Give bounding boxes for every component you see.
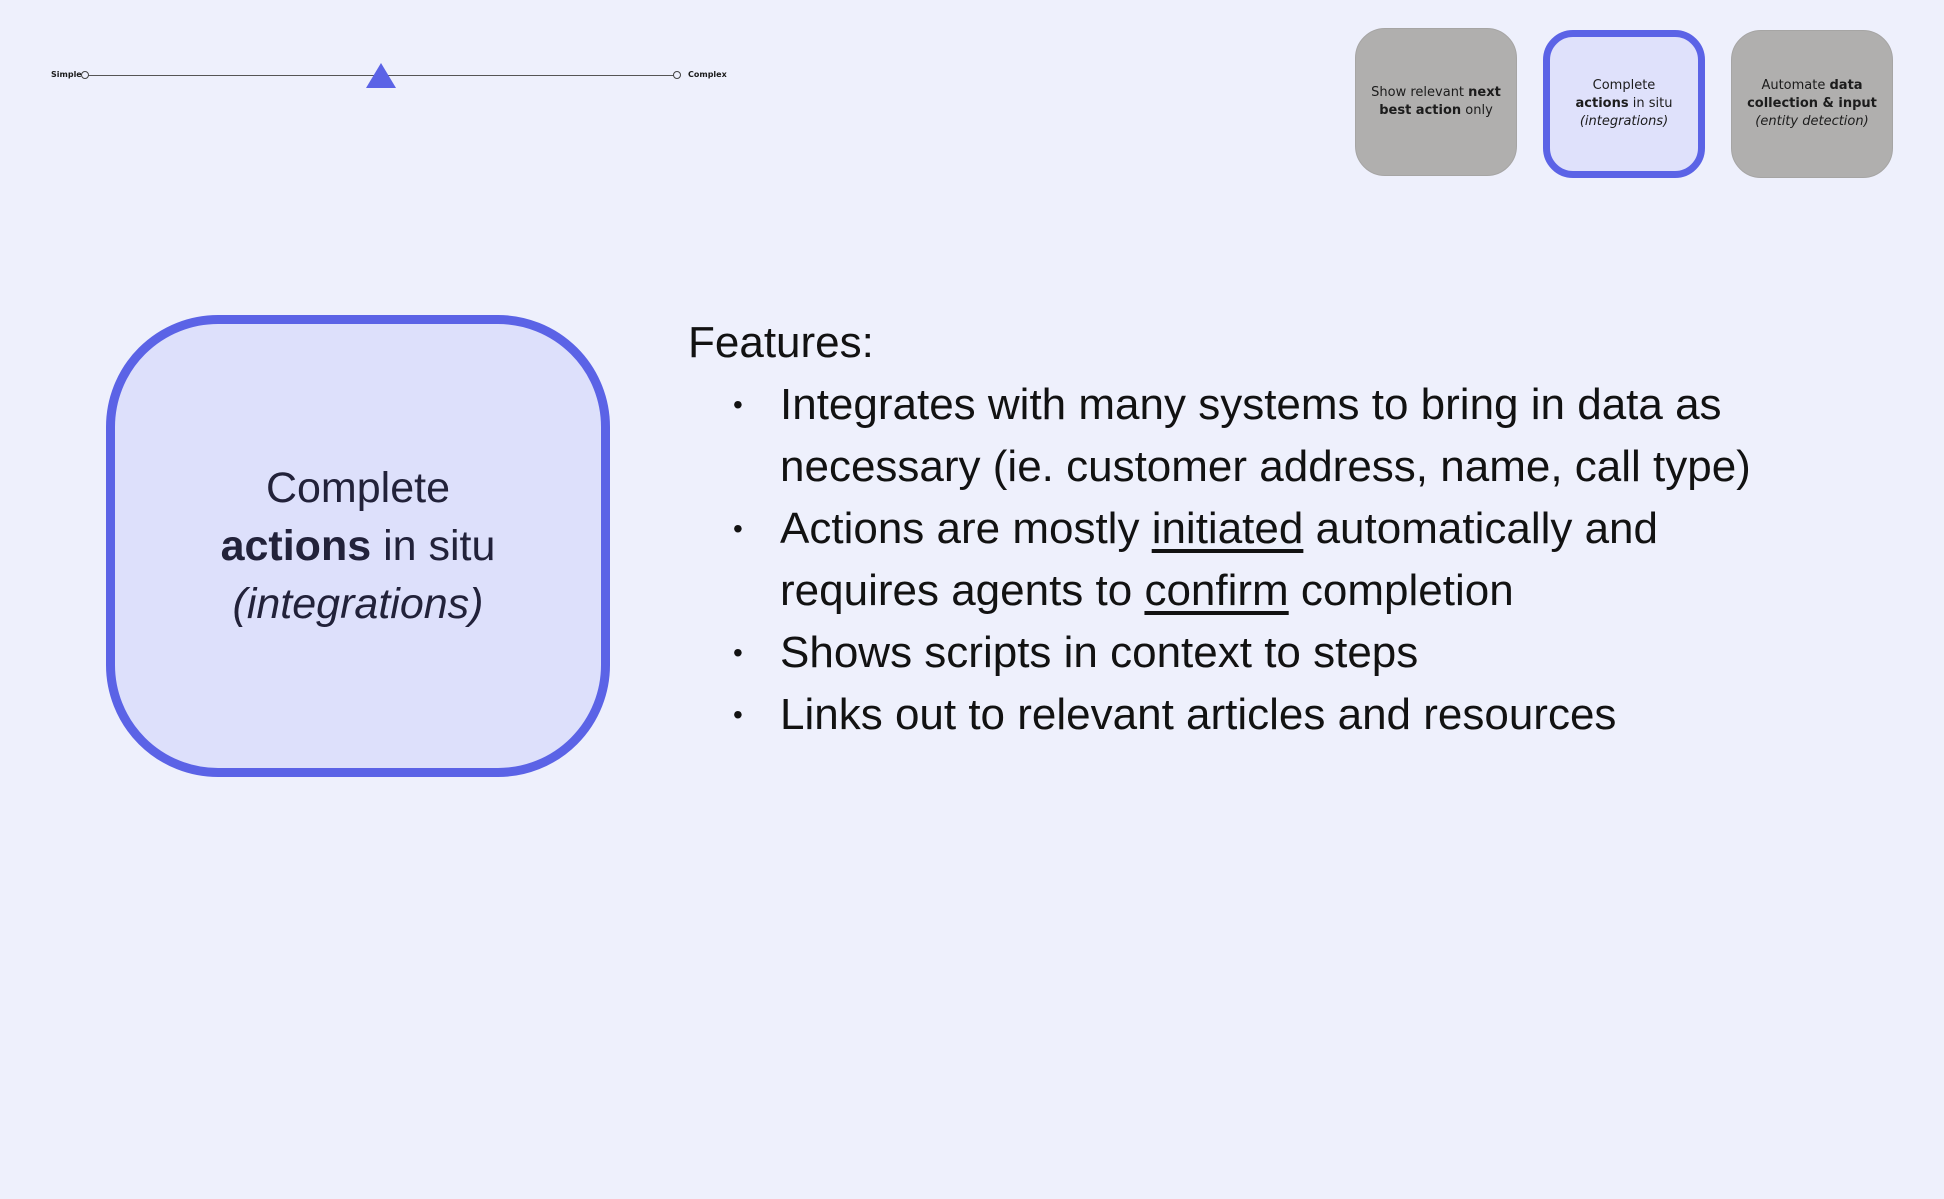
feature-item: Links out to relevant articles and resou… — [688, 684, 1780, 746]
feature-text: Shows scripts in context to steps — [780, 628, 1419, 677]
tile-text: in situ — [1628, 96, 1673, 111]
tile-text: only — [1461, 103, 1493, 118]
feature-text: Integrates with many systems to bring in… — [780, 380, 1751, 491]
feature-underlined-text: confirm — [1144, 566, 1289, 615]
card-line-3-italic: (integrations) — [232, 580, 484, 628]
tile-text-bold: next best action — [1379, 85, 1501, 118]
feature-text: automatically and requires agents to — [780, 504, 1659, 615]
slider-end-node — [673, 71, 681, 79]
feature-item: Actions are mostly initiated automatical… — [688, 498, 1780, 622]
option-tile-label: Automate data collection & input (entity… — [1746, 77, 1878, 131]
card-label: Complete actions in situ (integrations) — [221, 459, 496, 633]
tile-text: Show relevant — [1371, 85, 1469, 100]
option-tile-complete-actions[interactable]: Complete actions in situ (integrations) — [1543, 30, 1705, 178]
feature-text: Links out to relevant articles and resou… — [780, 690, 1617, 739]
tile-text-italic: (integrations) — [1579, 114, 1669, 129]
feature-text: completion — [1288, 566, 1514, 615]
selected-option-card: Complete actions in situ (integrations) — [106, 315, 610, 777]
card-line-2-rest: in situ — [371, 522, 496, 570]
tile-text-bold: actions — [1575, 96, 1629, 111]
tile-text: Complete — [1592, 78, 1656, 93]
complexity-slider[interactable]: Simple Complex — [48, 60, 728, 90]
option-tile-next-best-action[interactable]: Show relevant next best action only — [1355, 28, 1517, 176]
features-list: Integrates with many systems to bring in… — [688, 374, 1878, 746]
card-line-1: Complete — [265, 464, 450, 512]
tile-text: Automate — [1761, 78, 1830, 93]
feature-text: Actions are mostly — [780, 504, 1152, 553]
card-line-2-bold: actions — [220, 522, 372, 570]
option-tile-label: Complete actions in situ (integrations) — [1576, 77, 1673, 131]
tile-text-italic: (entity detection) — [1755, 114, 1869, 129]
slider-max-label: Complex — [688, 70, 727, 79]
features-title: Features: — [688, 318, 874, 367]
slider-start-node — [81, 71, 89, 79]
slider-thumb-triangle-icon[interactable] — [366, 63, 396, 88]
feature-item: Shows scripts in context to steps — [688, 622, 1780, 684]
tile-text-bold: data collection & input — [1747, 78, 1877, 111]
slider-min-label: Simple — [51, 70, 82, 79]
option-tile-label: Show relevant next best action only — [1370, 84, 1502, 120]
feature-item: Integrates with many systems to bring in… — [688, 374, 1780, 498]
feature-underlined-text: initiated — [1151, 504, 1304, 553]
option-tile-automate-data[interactable]: Automate data collection & input (entity… — [1731, 30, 1893, 178]
features-section: Features: Integrates with many systems t… — [688, 312, 1878, 746]
